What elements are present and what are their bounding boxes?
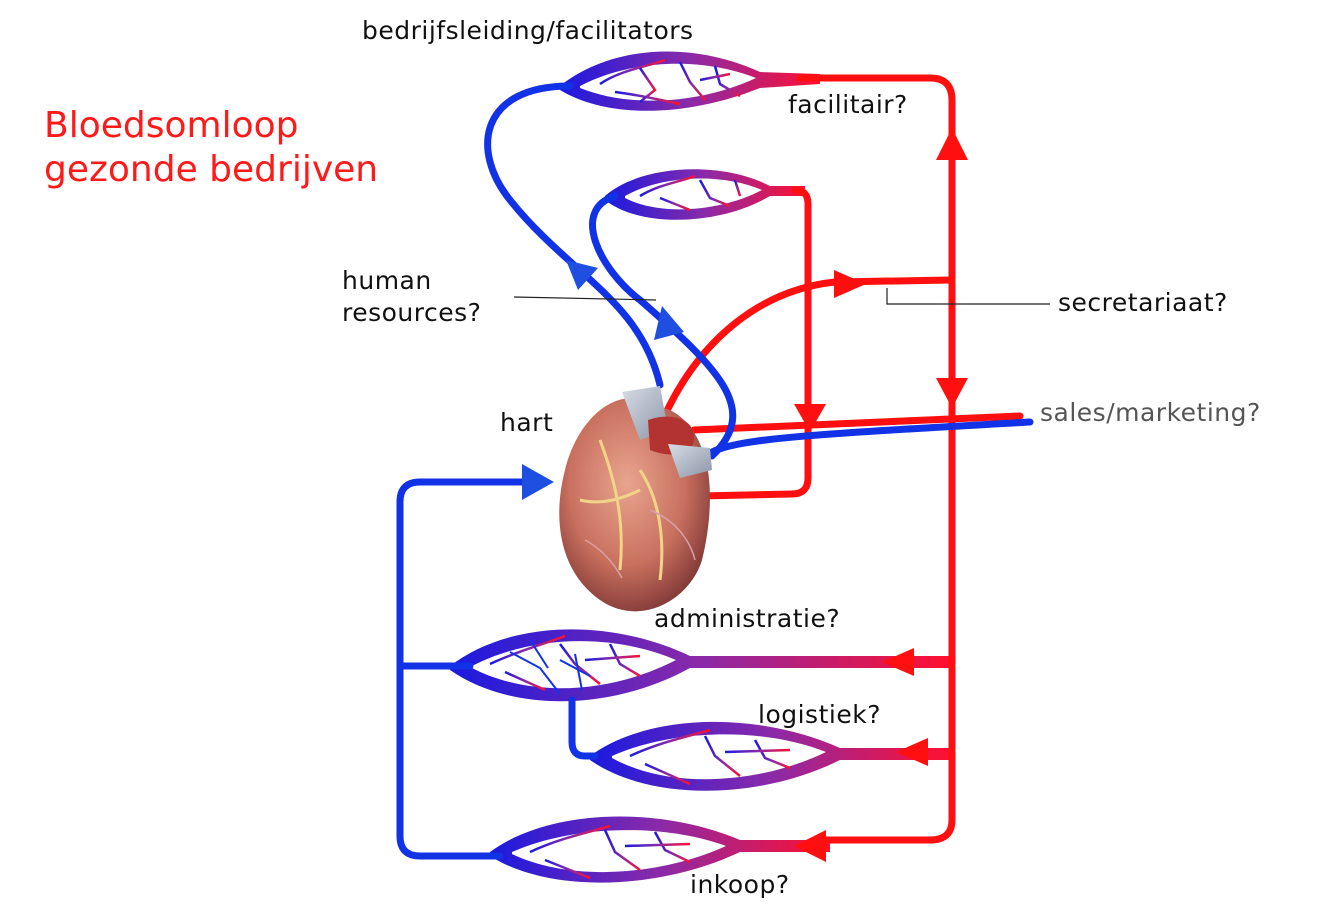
arrow-down-secretariaat bbox=[794, 404, 826, 432]
artery-arrows bbox=[794, 128, 968, 862]
label-administratie: administratie? bbox=[654, 604, 841, 633]
capillary-bed-inkoop bbox=[490, 816, 830, 883]
label-bedrijfsleiding: bedrijfsleiding/facilitators bbox=[362, 16, 694, 45]
leader-lines bbox=[513, 288, 1050, 305]
arrow-left-logistiek bbox=[896, 738, 928, 766]
label-resources: resources? bbox=[342, 298, 482, 327]
label-human: human bbox=[342, 266, 432, 295]
label-hart: hart bbox=[500, 408, 554, 437]
label-sales-marketing: sales/marketing? bbox=[1040, 398, 1261, 427]
arrow-up-hr-right bbox=[654, 306, 684, 340]
arrow-right-secretariaat bbox=[834, 270, 866, 298]
label-secretariaat: secretariaat? bbox=[1058, 288, 1228, 317]
capillary-bed-logistiek bbox=[590, 721, 950, 791]
capillary-bed-secretariaat bbox=[605, 169, 805, 220]
label-logistiek: logistiek? bbox=[758, 700, 881, 729]
label-inkoop: inkoop? bbox=[690, 870, 790, 899]
arrow-left-inkoop bbox=[794, 830, 826, 862]
arrow-down-main bbox=[936, 378, 968, 408]
arrow-down-hr-left bbox=[566, 260, 598, 290]
arrow-up-facilitair bbox=[936, 128, 968, 160]
anatomical-heart-icon bbox=[559, 386, 712, 612]
label-facilitair: facilitair? bbox=[788, 90, 908, 119]
arrow-right-heart bbox=[522, 464, 554, 500]
artery-network bbox=[661, 74, 1024, 844]
capillary-bed-top bbox=[560, 51, 820, 111]
vein-arrows bbox=[522, 260, 684, 500]
title-line-2: gezonde bedrijven bbox=[44, 149, 379, 190]
diagram-title: Bloedsomloop gezonde bedrijven bbox=[44, 104, 378, 192]
title-line-1: Bloedsomloop bbox=[44, 105, 299, 146]
arrow-left-administratie bbox=[882, 648, 914, 676]
vein-network bbox=[396, 82, 1034, 860]
capillary-bed-administratie bbox=[450, 629, 950, 702]
